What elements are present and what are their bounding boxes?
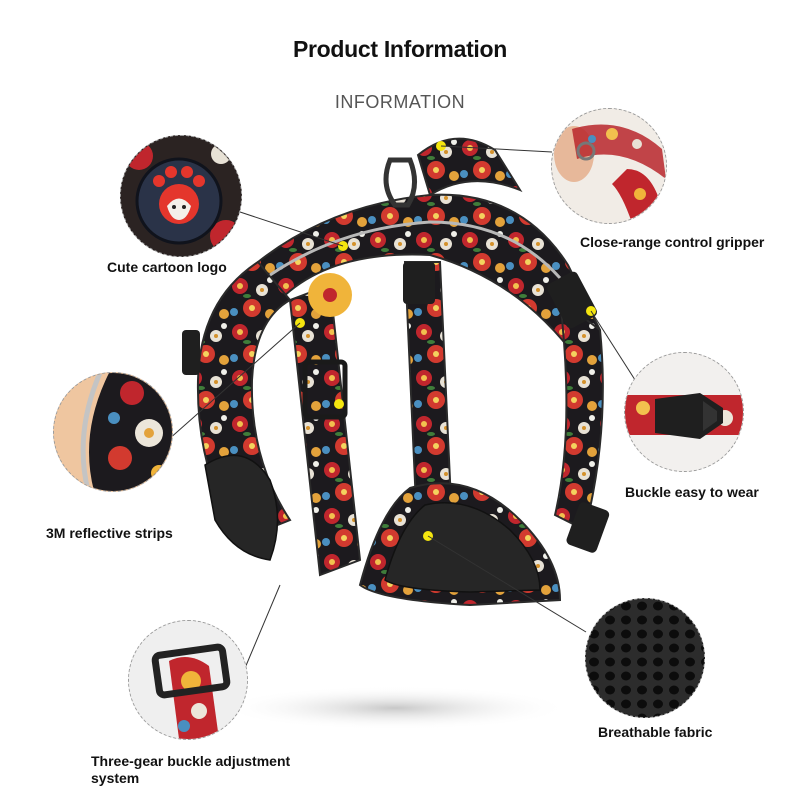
page-title: Product Information <box>292 36 508 62</box>
logo-feature-label: Cute cartoon logo <box>107 259 227 275</box>
buckle-feature-label: Buckle easy to wear <box>625 484 759 500</box>
gripper-feature-label: Close-range control gripper <box>580 234 765 250</box>
fabric-closeup-bubble <box>585 598 705 718</box>
adjust-feature-label: Three-gear buckle adjustment system <box>91 753 291 786</box>
fabric-feature-label: Breathable fabric <box>598 724 713 740</box>
reflective-closeup-bubble <box>53 372 173 492</box>
logo-closeup-bubble <box>120 135 242 257</box>
adjust-closeup-bubble <box>128 620 248 740</box>
page-subtitle: INFORMATION <box>334 92 466 112</box>
reflective-feature-label: 3M reflective strips <box>46 525 173 541</box>
gripper-closeup-bubble <box>551 108 667 224</box>
buckle-closeup-bubble <box>624 352 744 472</box>
